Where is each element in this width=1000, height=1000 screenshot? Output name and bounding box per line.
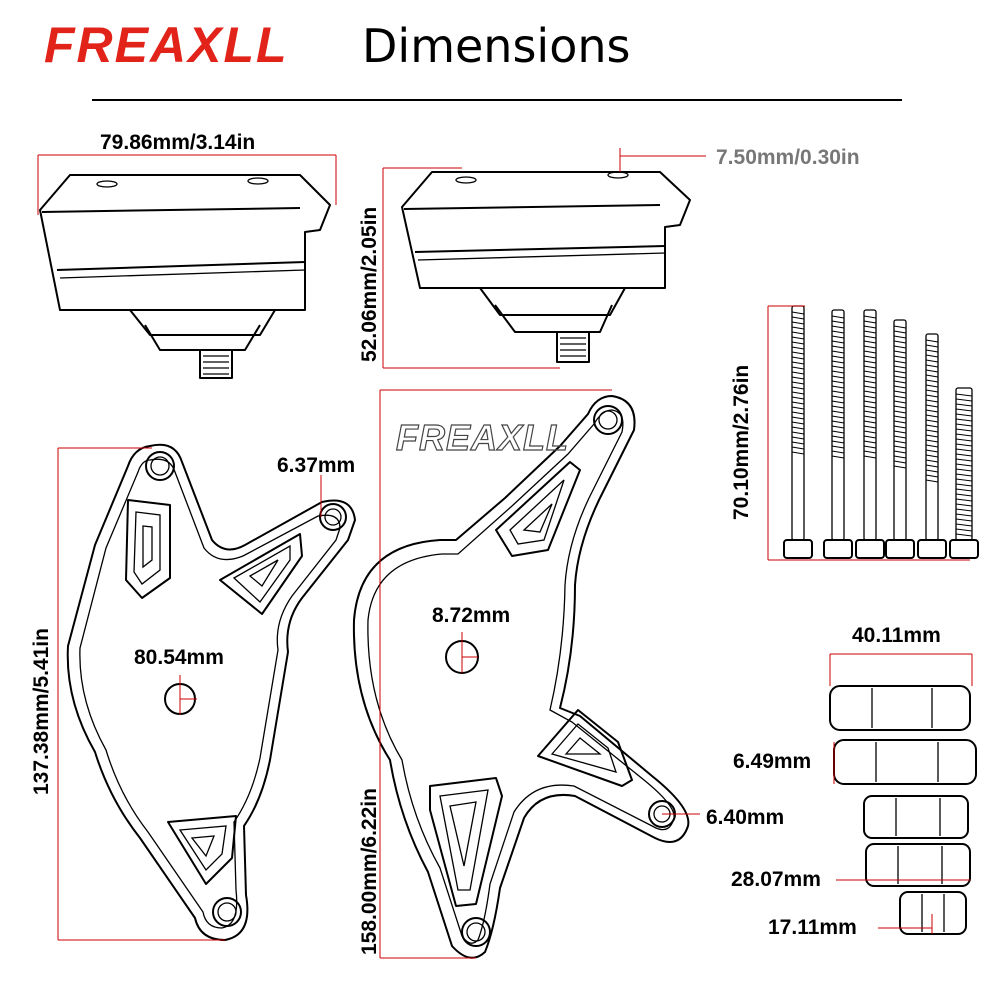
dimension-spacer-medium: 28.07mm bbox=[731, 868, 970, 891]
dimension-spacer-short: 17.11mm bbox=[768, 914, 933, 939]
bolt bbox=[885, 319, 915, 559]
spacer-medium-2 bbox=[865, 843, 971, 887]
brand-logo: FREAXLL bbox=[44, 17, 289, 73]
spacer-long-1 bbox=[829, 685, 971, 731]
frame-slider-left bbox=[39, 174, 331, 379]
dimension-spacer-length: 40.11mm bbox=[829, 624, 973, 686]
spacer-short-label: 17.11mm bbox=[768, 916, 857, 939]
left-plate-center-label: 80.54mm bbox=[134, 646, 224, 669]
spacer-short bbox=[899, 891, 967, 935]
spacer-long-2 bbox=[833, 739, 977, 785]
spacers bbox=[829, 685, 977, 935]
dimension-left-plate-hole: 6.37mm bbox=[277, 454, 355, 517]
slider-height-label: 52.06mm/2.05in bbox=[358, 207, 381, 362]
right-plate-height-label: 158.00mm/6.22in bbox=[358, 788, 381, 955]
watermark-logo: FREAXLL bbox=[396, 417, 569, 458]
dimension-spacer-diameter: 6.49mm bbox=[733, 742, 835, 784]
bolt bbox=[949, 387, 979, 559]
engine-plate-left bbox=[66, 443, 356, 941]
right-plate-center-label: 8.72mm bbox=[432, 604, 510, 627]
bolt bbox=[917, 333, 947, 559]
dimension-left-plate-height: 137.38mm/5.41in bbox=[30, 447, 225, 941]
slider-hole-label: 7.50mm/0.30in bbox=[716, 146, 860, 169]
dimension-right-plate-hole: 6.40mm bbox=[662, 806, 784, 829]
dimension-right-plate-height: 158.00mm/6.22in bbox=[358, 389, 612, 959]
spacer-length-label: 40.11mm bbox=[852, 624, 941, 647]
bolts bbox=[783, 305, 979, 559]
dimension-slider-hole: 7.50mm/0.30in bbox=[619, 146, 860, 172]
bolt bbox=[855, 309, 885, 559]
bolt bbox=[783, 305, 813, 559]
slider-width-label: 79.86mm/3.14in bbox=[100, 131, 255, 154]
left-plate-hole-label: 6.37mm bbox=[277, 454, 355, 477]
left-plate-height-label: 137.38mm/5.41in bbox=[30, 628, 53, 795]
engine-plate-right bbox=[352, 395, 690, 959]
right-plate-hole-label: 6.40mm bbox=[706, 806, 784, 829]
dimension-slider-height: 52.06mm/2.05in bbox=[358, 167, 560, 369]
bolt bbox=[823, 309, 853, 559]
spacer-medium-1 bbox=[863, 795, 969, 839]
frame-slider-right bbox=[401, 171, 691, 363]
dimension-left-plate-center: 80.54mm bbox=[134, 646, 224, 715]
spacer-medium-label: 28.07mm bbox=[731, 868, 821, 891]
dimension-bolt-length: 70.10mm/2.76in bbox=[730, 305, 970, 561]
spacer-diameter-label: 6.49mm bbox=[733, 750, 811, 773]
bolt-length-label: 70.10mm/2.76in bbox=[730, 365, 753, 520]
page-title: Dimensions bbox=[362, 19, 630, 73]
header: FREAXLL Dimensions bbox=[44, 17, 902, 101]
dimension-slider-width: 79.86mm/3.14in bbox=[37, 131, 337, 215]
dimension-right-plate-center: 8.72mm bbox=[432, 604, 510, 673]
